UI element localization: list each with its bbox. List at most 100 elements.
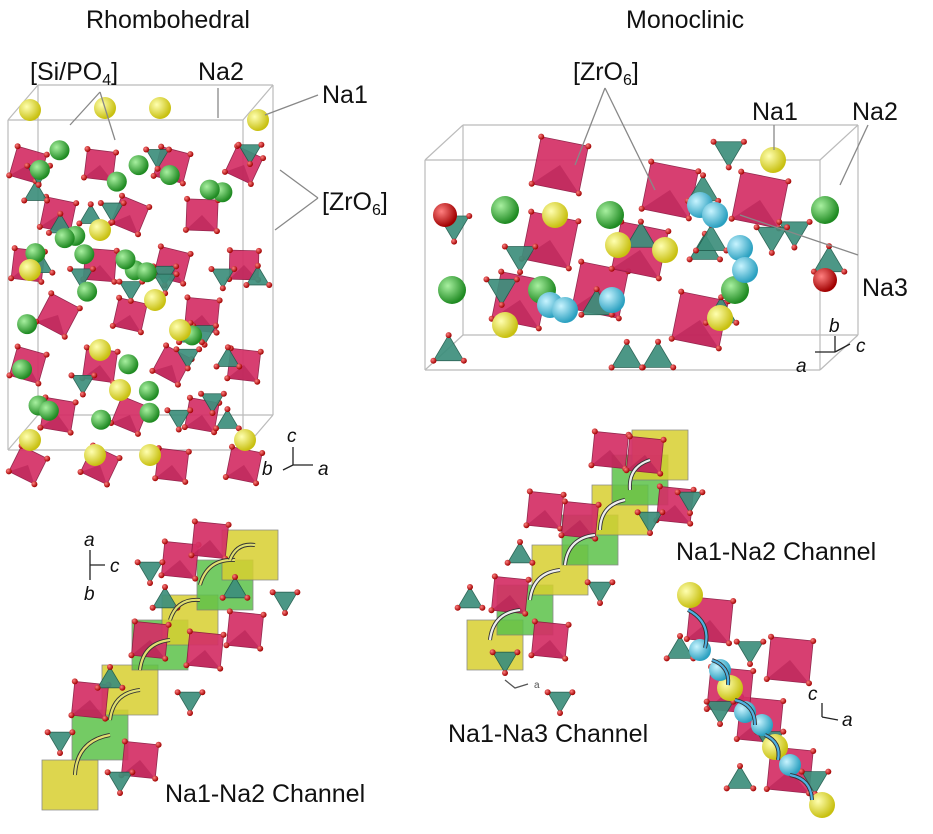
hop-arrow	[168, 598, 201, 621]
oxygen-atom	[750, 785, 757, 792]
sipo4-tetrahedron	[151, 586, 179, 609]
oxygen-atom	[187, 407, 194, 414]
oxygen-atom	[700, 172, 707, 179]
oxygen-atom	[187, 710, 193, 716]
oxygen-atom	[488, 607, 495, 614]
oxygen-atom	[768, 249, 775, 256]
oxygen-atom	[491, 573, 498, 580]
oxygen-atom	[31, 481, 38, 488]
axis-c-rhombo: c	[287, 426, 297, 447]
octahedron-face	[561, 520, 596, 539]
na2-sphere	[74, 244, 95, 265]
hop-arrow	[228, 543, 256, 561]
oxygen-atom	[532, 243, 539, 250]
sipo4-tetrahedron	[712, 141, 745, 169]
oxygen-atom	[538, 133, 545, 140]
oxygen-atom	[116, 278, 123, 285]
sipo4-tetrahedron	[245, 264, 270, 286]
oxygen-atom	[164, 407, 171, 414]
oxygen-atom	[760, 638, 767, 645]
label-na2-right: Na2	[852, 98, 898, 126]
oxygen-atom	[232, 574, 238, 580]
oxygen-atom	[149, 367, 156, 374]
na1-sphere	[652, 237, 678, 263]
oxygen-atom	[158, 143, 165, 150]
na1-sphere	[84, 444, 106, 466]
oxygen-atom	[235, 425, 242, 432]
oxygen-atom	[454, 604, 461, 611]
oxygen-atom	[71, 678, 78, 685]
hop-arrow	[138, 638, 171, 671]
sipo4-tetrahedron	[456, 586, 484, 609]
sipo4-tetrahedron	[665, 635, 695, 659]
oxygen-atom	[146, 203, 153, 210]
oxygen-atom	[35, 181, 42, 188]
oxygen-atom	[184, 294, 191, 301]
oxygen-atom	[173, 346, 180, 353]
oxygen-atom	[43, 151, 50, 158]
oxygen-atom	[220, 631, 227, 638]
oxygen-atom	[83, 344, 90, 351]
oxygen-atom	[44, 455, 51, 462]
oxygen-atom	[517, 269, 524, 276]
oxygen-atom	[14, 343, 21, 350]
octahedron-face	[185, 215, 217, 232]
oxygen-atom	[68, 372, 75, 379]
oxygen-atom	[659, 509, 666, 516]
na2-sphere	[12, 359, 33, 380]
sipo4-tetrahedron	[624, 220, 657, 248]
oxygen-atom	[479, 604, 486, 611]
na1-sphere	[762, 734, 788, 760]
oxygen-atom	[575, 218, 582, 225]
oxygen-atom	[723, 785, 730, 792]
oxygen-atom	[254, 262, 261, 269]
oxygen-atom	[692, 247, 699, 254]
oxygen-atom	[5, 468, 12, 475]
oxygen-atom	[84, 145, 91, 152]
oxygen-atom	[184, 195, 191, 202]
oxygen-atom	[104, 769, 111, 776]
hop-arrow	[563, 533, 596, 566]
hop-arrow	[528, 568, 561, 601]
cell-edge	[242, 84, 274, 121]
sipo4-tetrahedron	[695, 224, 728, 251]
na2-sphere	[139, 402, 160, 423]
oxygen-atom	[763, 675, 770, 682]
oxygen-atom	[544, 689, 551, 696]
label-mono-channel-1: Na1-Na2 Channel	[676, 538, 876, 566]
oxygen-atom	[97, 200, 104, 207]
oxygen-atom	[259, 449, 266, 456]
oxygen-atom	[578, 311, 585, 318]
na1-sphere	[542, 202, 568, 228]
title-rhombohedral: Rhombohedral	[86, 6, 250, 34]
oxygen-atom	[717, 721, 723, 727]
oxygen-atom	[109, 219, 116, 226]
oxygen-atom	[695, 168, 702, 175]
oxygen-atom	[103, 481, 110, 488]
oxygen-atom	[67, 429, 74, 436]
octahedron-face	[226, 630, 261, 649]
oxygen-atom	[152, 775, 159, 782]
oxygen-atom	[116, 455, 123, 462]
sipo4-tetrahedron	[735, 641, 765, 665]
red-sphere	[813, 268, 837, 292]
na2-sphere	[115, 249, 136, 270]
oxygen-atom	[185, 448, 192, 455]
oxygen-atom	[660, 436, 667, 443]
oxygen-atom	[117, 790, 123, 796]
na2-sphere	[159, 165, 180, 186]
oxygen-atom	[212, 322, 219, 329]
oxygen-atom	[134, 559, 141, 566]
na3-sphere	[599, 287, 625, 313]
oxygen-atom	[94, 684, 101, 691]
na3-sphere	[732, 257, 758, 283]
axis-a-rhombo: a	[318, 459, 329, 480]
oxygen-atom	[514, 649, 521, 656]
na2-sphere	[811, 196, 839, 224]
oxygen-atom	[158, 572, 165, 579]
cell-edge	[819, 124, 859, 161]
oxygen-atom	[57, 750, 63, 756]
octahedron-face	[40, 415, 71, 433]
oxygen-atom	[68, 712, 75, 719]
oxygen-atom	[517, 539, 523, 545]
